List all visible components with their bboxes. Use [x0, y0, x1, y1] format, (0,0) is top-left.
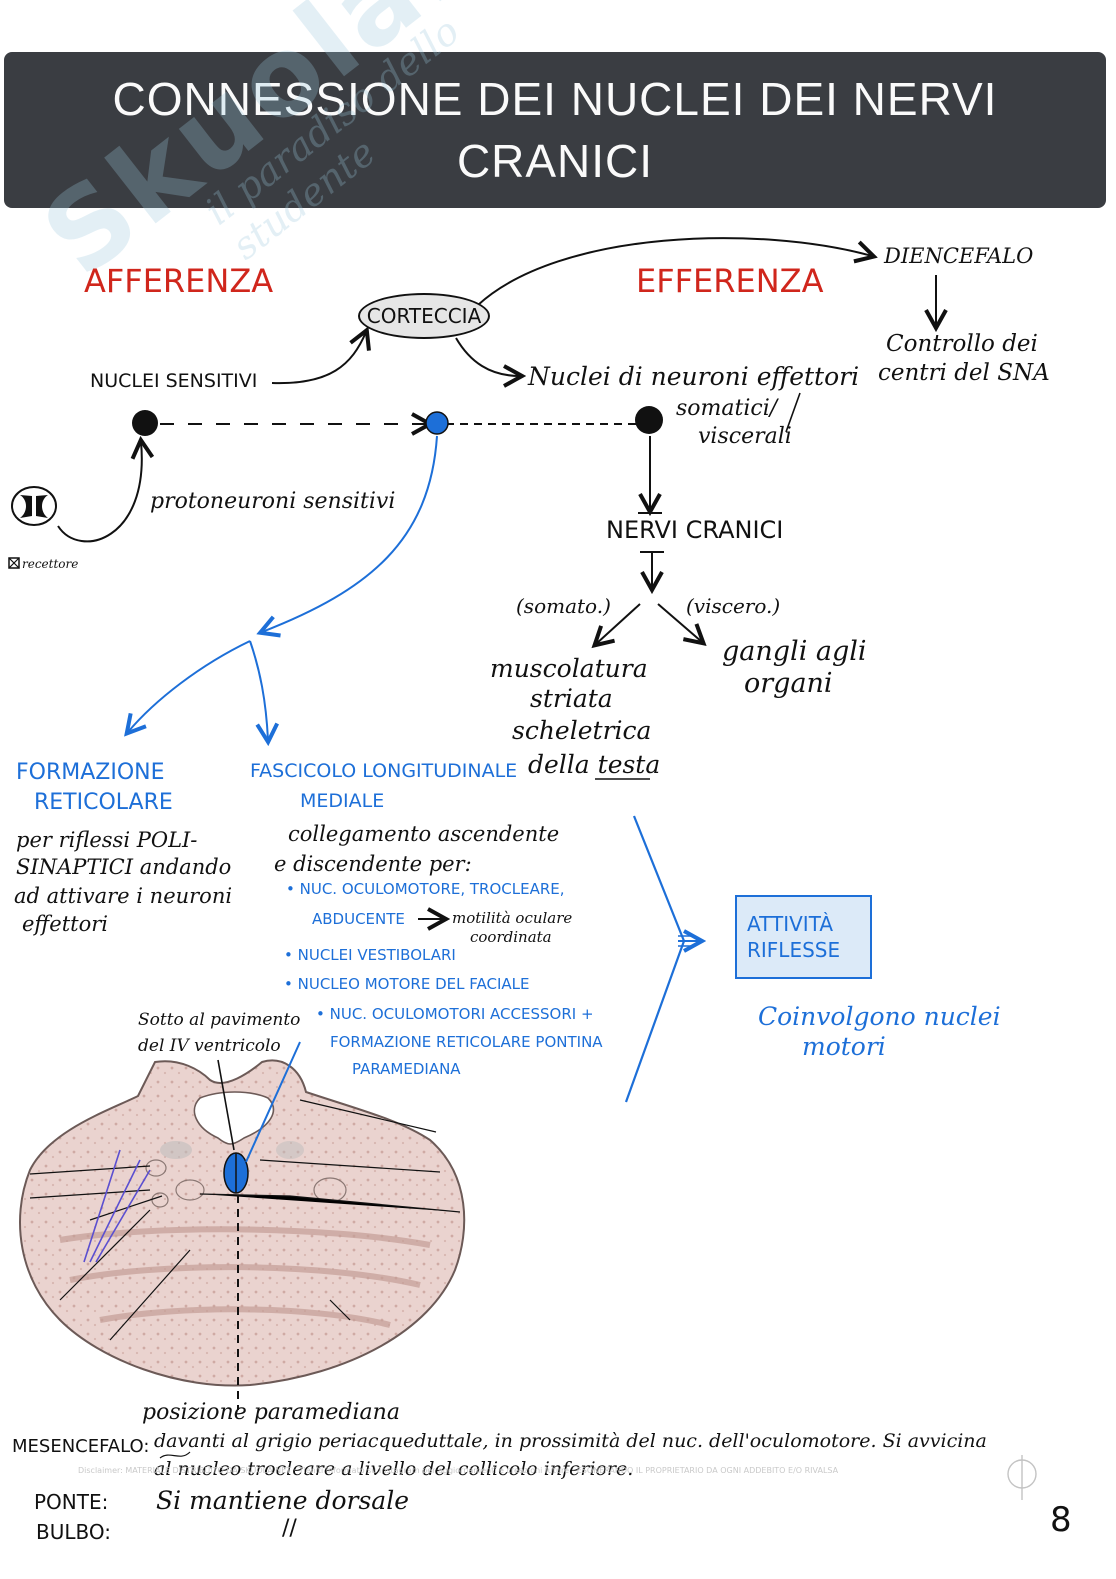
viscero-label: (viscero.) [686, 594, 781, 618]
formazione-heading-2: RETICOLARE [34, 790, 173, 815]
recettore-label: recettore [22, 557, 79, 571]
footer-disclaimer: Disclaimer: MATERIALE DISTRIBUITO DA SKU… [78, 1466, 839, 1475]
nuclei-effettori-dot [635, 406, 663, 434]
somatici-label: somatici/ [676, 396, 778, 421]
arrow-viscero [657, 603, 702, 642]
center-blue-dot [425, 411, 449, 435]
arrow-blue-main [262, 435, 438, 632]
controllo-line-2: centri del SNA [878, 360, 1050, 386]
somato-label: (somato.) [516, 594, 611, 618]
formazione-text-2: SINAPTICI andando [16, 855, 232, 879]
fascicolo-bullet-4: • NUC. OCULOMOTORI ACCESSORI + [316, 1005, 594, 1023]
fascicolo-heading-2: MEDIALE [300, 790, 385, 812]
ponte-label: PONTE: [34, 1490, 109, 1514]
fascicolo-bullet-1: • NUC. OCULOMOTORE, TROCLEARE, [286, 880, 565, 898]
corteccia-label: CORTECCIA [366, 304, 482, 328]
muscolatura-line-1: muscolatura [490, 654, 648, 683]
arrow-blue-fascicolo [249, 640, 268, 740]
pons-section-drawing [19, 1041, 466, 1410]
arrow-recettore-sensitivi [57, 442, 142, 543]
formazione-text-3: ad attivare i neuroni [14, 884, 233, 908]
viscerali-label: viscerali [698, 424, 792, 449]
nuclei-sensitivi-label: NUCLEI SENSITIVI [90, 370, 258, 392]
fascicolo-text-1: collegamento ascendente [288, 822, 560, 846]
fascicolo-text-2: e discendente per: [274, 852, 472, 876]
recettore-icon [8, 557, 20, 569]
page-number: 8 [1050, 1500, 1072, 1540]
fascicolo-heading-1: FASCICOLO LONGITUDINALE [250, 760, 518, 782]
arrow-blue-formazione [128, 640, 251, 732]
signature-mark [1007, 1455, 1037, 1500]
riflesse-line-1: ATTIVITÀ [747, 912, 834, 936]
formazione-text-1: per riflessi POLI- [16, 828, 198, 852]
ponte-text: Si mantiene dorsale [156, 1486, 409, 1515]
motilita-line-1: motilità oculare [452, 909, 573, 927]
formazione-heading-1: FORMAZIONE [16, 760, 165, 785]
afferenza-heading: AFFERENZA [84, 262, 274, 300]
arrow-sensitivi-corteccia [271, 332, 366, 385]
fascicolo-bullet-4b: FORMAZIONE RETICOLARE PONTINA [330, 1033, 603, 1051]
riflesse-line-2: RIFLESSE [747, 938, 841, 962]
nervi-cranici-label: NERVI CRANICI [606, 516, 784, 544]
arrow-corteccia-diencefalo [477, 237, 872, 306]
spinal-cord-icon [11, 486, 57, 526]
muscolatura-line-4: della testa [528, 750, 661, 779]
mesencefalo-text-2: al nucleo trocleare a livello del collic… [154, 1458, 634, 1480]
arrow-corteccia-effettori [455, 337, 520, 376]
anatomy-label-1: Sotto al pavimento [138, 1010, 301, 1030]
corteccia-node: CORTECCIA [358, 293, 490, 339]
nuclei-effettori-label: Nuclei di neuroni effettori [528, 362, 860, 391]
controllo-line-1: Controllo dei [886, 331, 1038, 357]
muscolatura-line-3: scheletrica [512, 716, 652, 745]
riflesse-note-1: Coinvolgono nuclei [758, 1002, 1001, 1031]
formazione-text-4: effettori [22, 912, 109, 936]
fascicolo-bullet-4c: PARAMEDIANA [352, 1060, 461, 1078]
bulbo-text: // [282, 1516, 297, 1541]
riflesse-note-2: motori [802, 1032, 886, 1061]
diencefalo-label: DIENCEFALO [884, 244, 1034, 268]
muscolatura-line-2: striata [530, 684, 613, 713]
page-title: CONNESSIONE DEI NUCLEI DEI NERVI CRANICI [112, 73, 998, 187]
attivita-riflesse-box: ATTIVITÀ RIFLESSE [735, 895, 872, 979]
posizione-label: posizione paramediana [142, 1400, 400, 1425]
bulbo-label: BULBO: [36, 1520, 111, 1544]
nuclei-sensitivi-dot [132, 410, 158, 436]
anatomy-label-2: del IV ventricolo [138, 1036, 281, 1056]
mesencefalo-label: MESENCEFALO: [12, 1436, 150, 1457]
fascicolo-bullet-1b: ABDUCENTE [312, 910, 405, 928]
title-banner: CONNESSIONE DEI NUCLEI DEI NERVI CRANICI [4, 52, 1106, 208]
motilita-line-2: coordinata [470, 928, 552, 946]
mesencefalo-text-1: davanti al grigio periacqueduttale, in p… [154, 1430, 987, 1452]
efferenza-heading: EFFERENZA [636, 262, 824, 300]
fascicolo-bullet-3: • NUCLEO MOTORE DEL FACIALE [284, 975, 530, 993]
fascicolo-bullet-2: • NUCLEI VESTIBOLARI [284, 946, 456, 964]
gangli-line-2: organi [744, 668, 833, 699]
bracket-blue [624, 815, 686, 1103]
gangli-line-1: gangli agli [722, 636, 867, 667]
arrow-somato [596, 603, 641, 644]
protoneuroni-label: protoneuroni sensitivi [150, 489, 396, 514]
